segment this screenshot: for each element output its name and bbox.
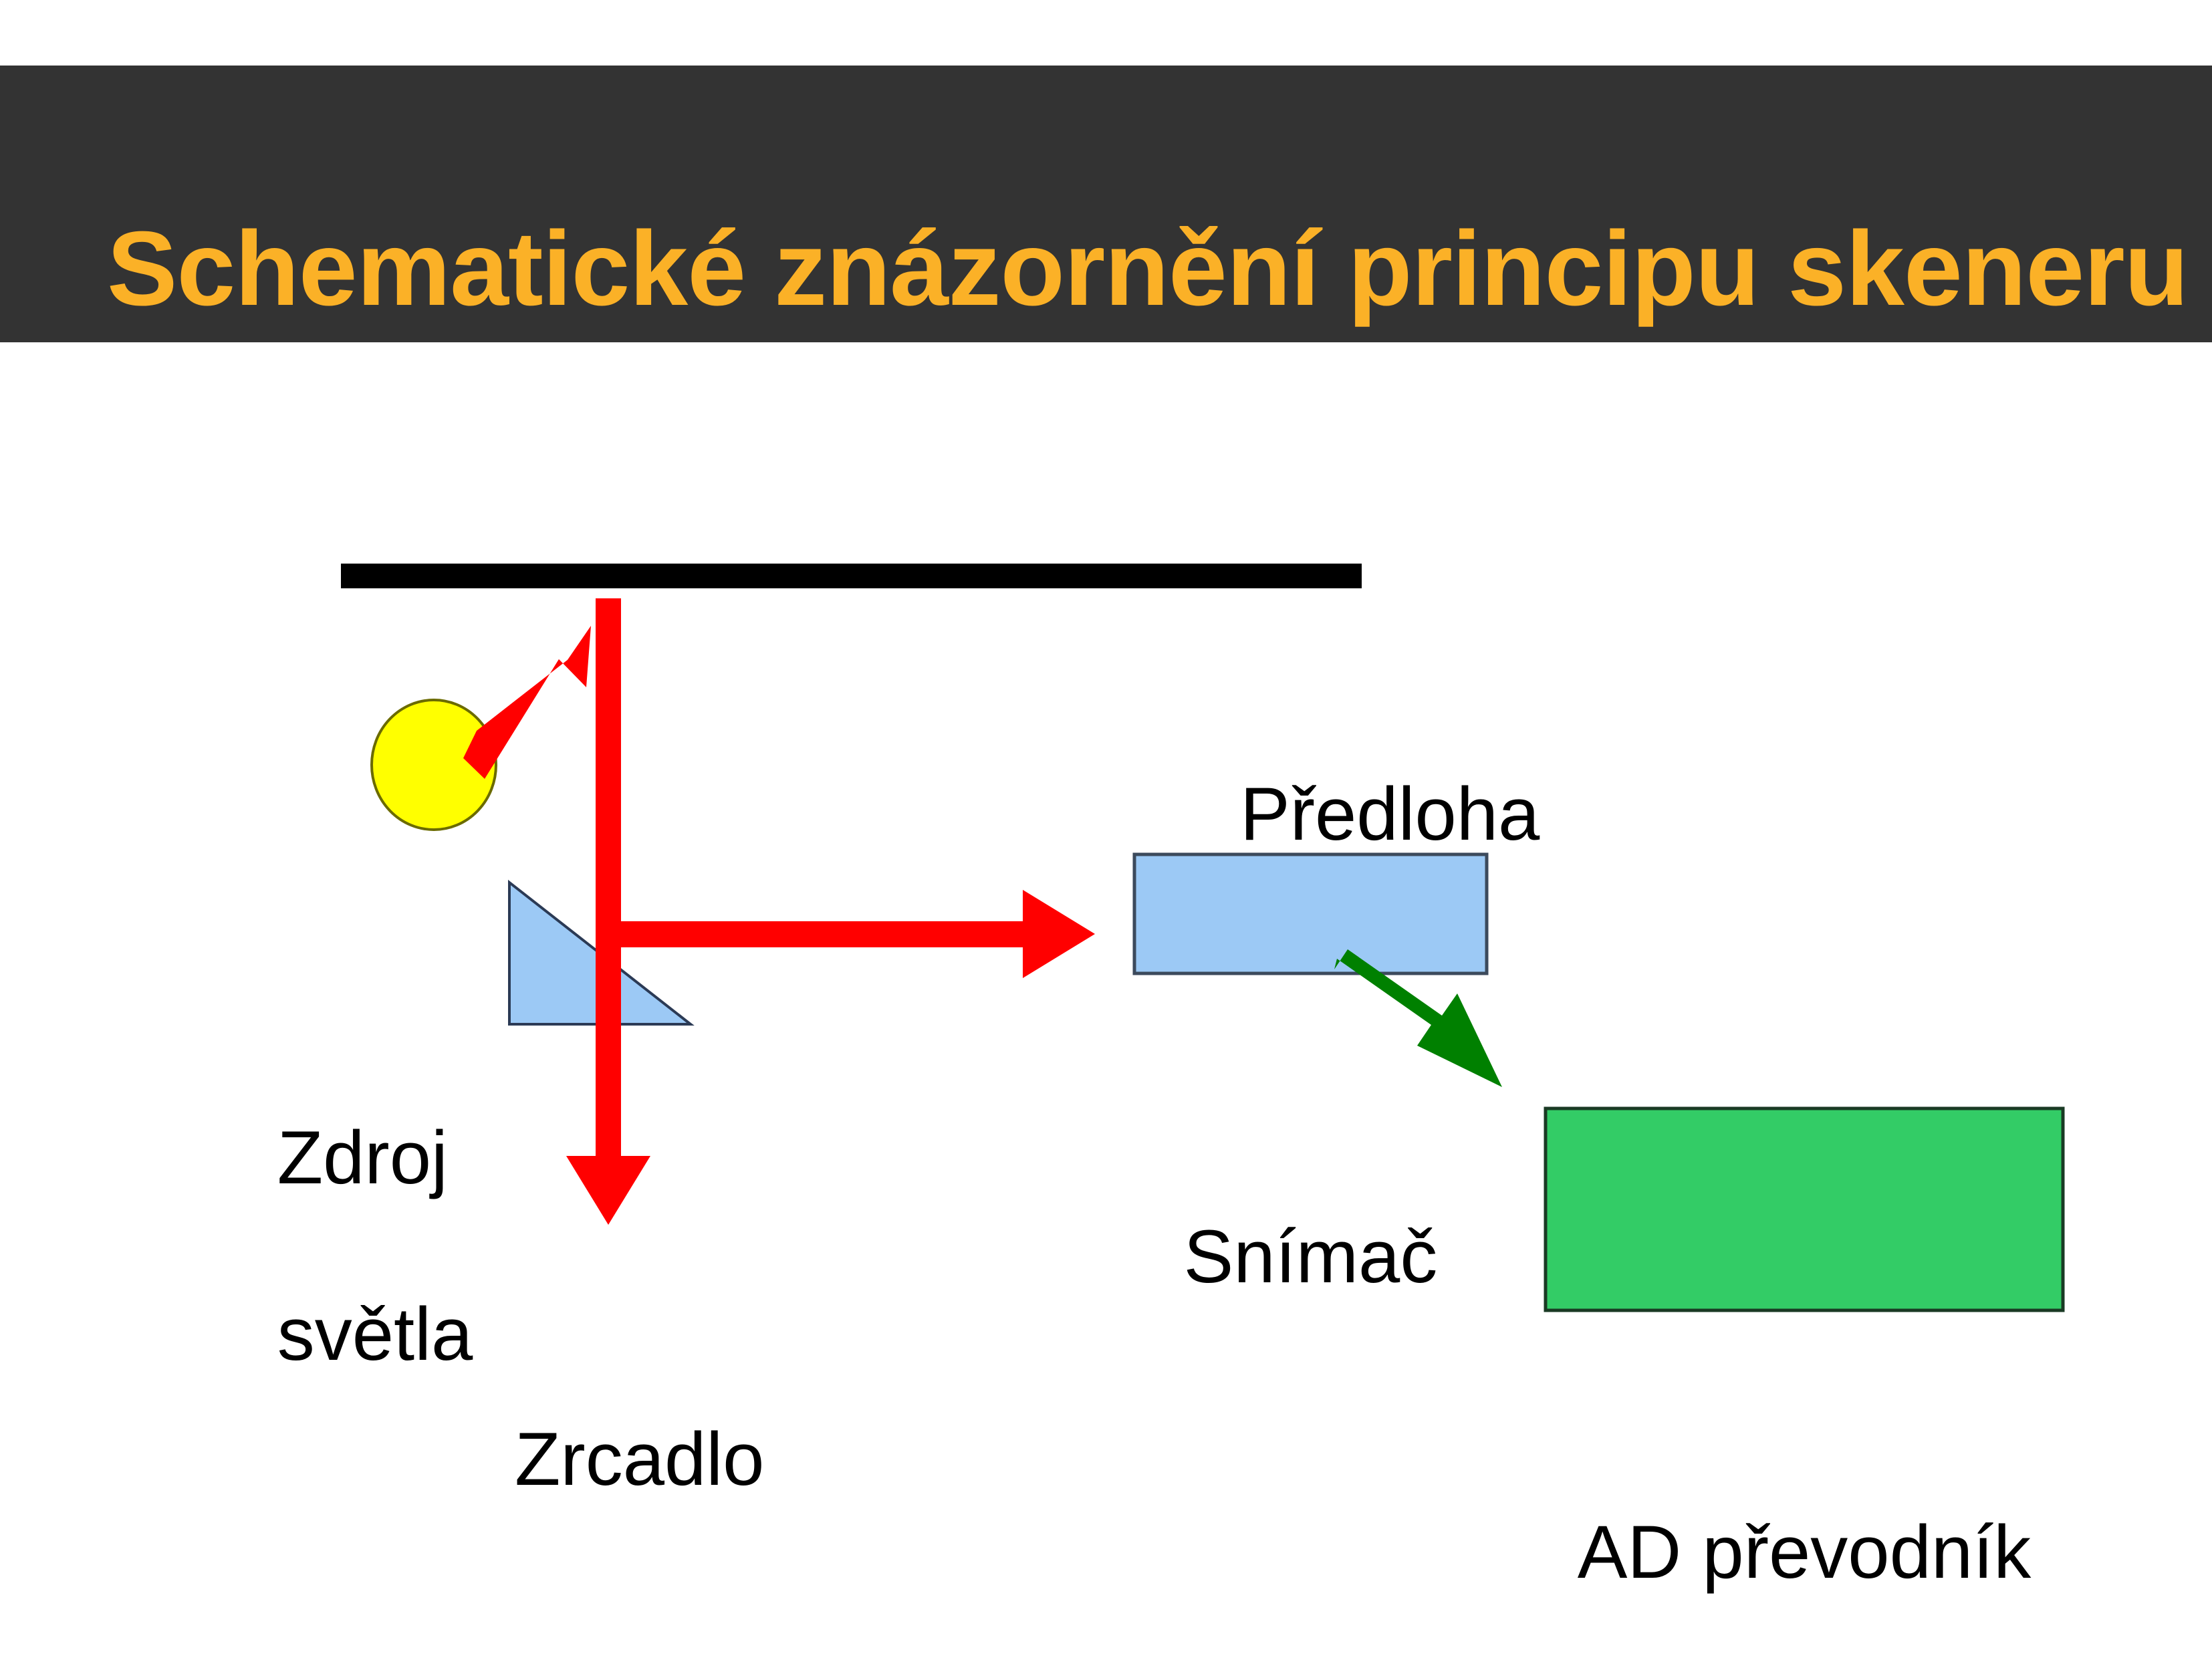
label-light-source: Zdroj světla xyxy=(152,1026,473,1467)
label-original: Předloha xyxy=(1240,772,1540,856)
ray-original-to-mirror-arrow xyxy=(566,598,650,1225)
title-banner: Schematické znázornění principu skeneru xyxy=(0,66,2212,342)
ray-mirror-to-sensor-arrow xyxy=(612,890,1095,978)
original-bar-shape xyxy=(341,564,1362,588)
ad-converter-box-shape xyxy=(1544,1106,2065,1312)
sensor-box-shape xyxy=(1132,852,1489,975)
label-light-source-line1: Zdroj xyxy=(277,1116,448,1200)
signal-sensor-to-converter-arrow xyxy=(1334,949,1502,1087)
diagram-vector-layer xyxy=(341,564,2065,1312)
ray-source-to-original-arrow xyxy=(463,626,591,779)
page-title: Schematické znázornění principu skeneru xyxy=(107,210,2189,328)
scanner-diagram: Předloha Zdroj světla Zrcadlo Snímač AD … xyxy=(0,342,2212,1658)
label-light-source-line2: světla xyxy=(277,1292,473,1377)
label-mirror: Zrcadlo xyxy=(515,1417,765,1501)
label-sensor: Snímač xyxy=(1183,1214,1438,1298)
light-source-ellipse-shape xyxy=(370,699,497,831)
label-ad-converter: AD převodník xyxy=(1577,1510,2032,1594)
